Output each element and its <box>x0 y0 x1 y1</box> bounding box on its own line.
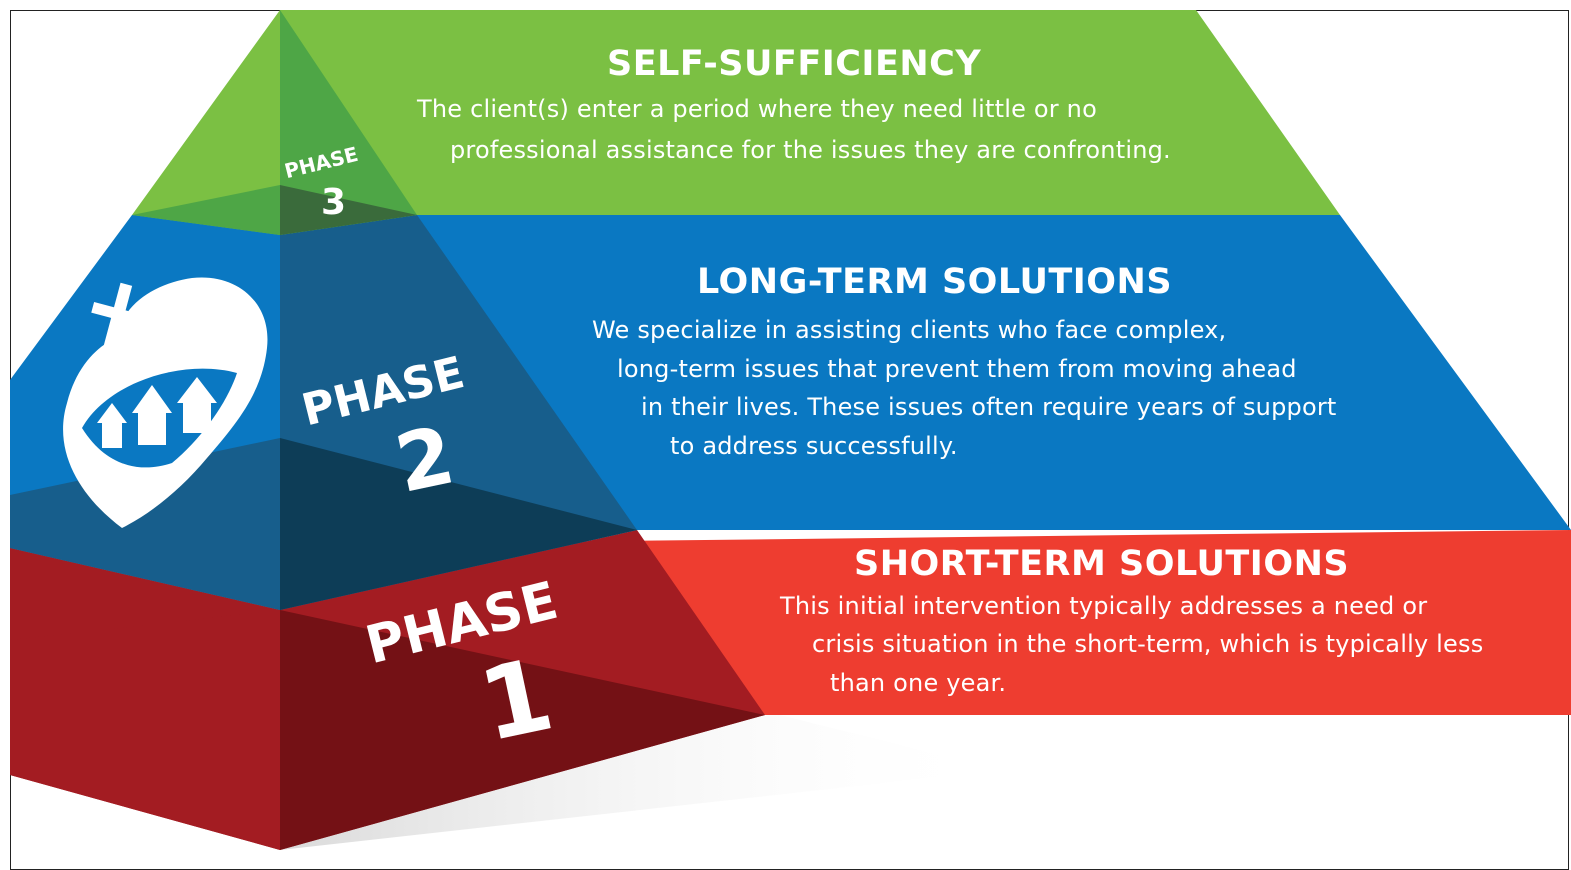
tier-3-line-2: professional assistance for the issues t… <box>450 136 1171 164</box>
blue-left-lower <box>10 438 280 610</box>
red-left-lower <box>10 610 280 850</box>
green-band <box>132 10 1340 235</box>
tier-1-line-3: than one year. <box>830 669 1007 697</box>
tier-2-line-1: We specialize in assisting clients who f… <box>592 316 1227 344</box>
tier-2-line-2: long-term issues that prevent them from … <box>617 355 1297 383</box>
tier-2-line-3: in their lives. These issues often requi… <box>641 393 1337 421</box>
tier-2-title: LONG-TERM SOLUTIONS <box>697 262 1173 302</box>
tier-1-line-1: This initial intervention typically addr… <box>780 592 1428 620</box>
tier-3-line-1: The client(s) enter a period where they … <box>417 95 1097 123</box>
tier-1-line-2: crisis situation in the short-term, whic… <box>812 630 1484 658</box>
tier-3-title: SELF-SUFFICIENCY <box>607 44 982 84</box>
red-bottom-shade <box>280 610 765 850</box>
green-left-lower <box>132 185 280 235</box>
blue-bottom-shade <box>280 438 637 610</box>
green-right-face <box>280 10 417 235</box>
green-bottom-shade <box>280 185 417 235</box>
tier-1-title: SHORT-TERM SOLUTIONS <box>854 544 1350 584</box>
heart-cross-houses-logo <box>63 277 268 528</box>
tier-2-line-4: to address successfully. <box>670 432 958 460</box>
phase-3-number: 3 <box>321 182 347 223</box>
